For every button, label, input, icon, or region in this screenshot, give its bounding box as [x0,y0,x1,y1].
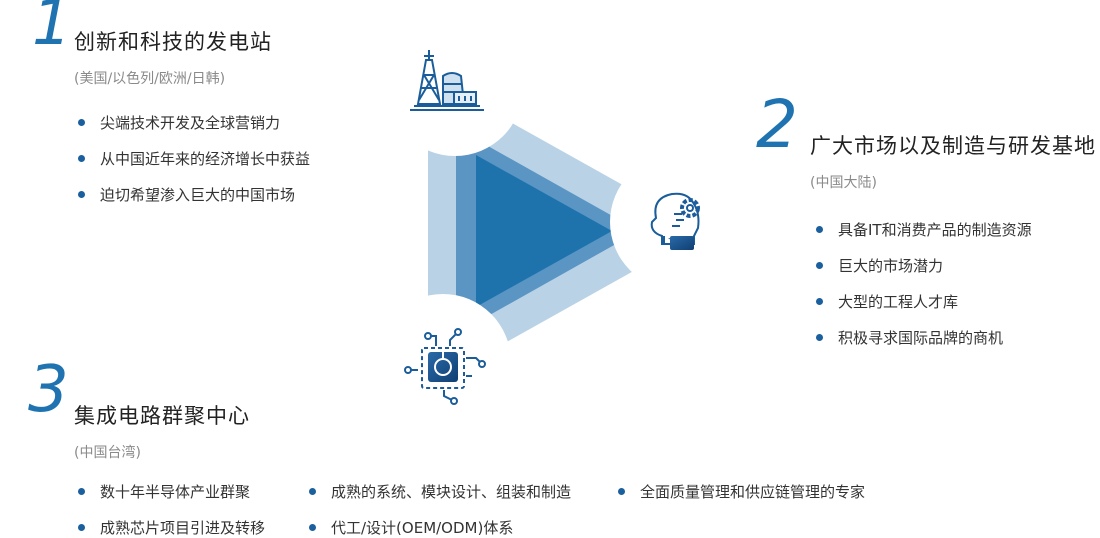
section-1-list: 尖端技术开发及全球营销力 从中国近年来的经济增长中获益 迫切希望渗入巨大的中国市… [76,113,310,221]
list-item: 全面质量管理和供应链管理的专家 [616,482,865,502]
section-2-title: 广大市场以及制造与研发基地 [810,134,1096,158]
section-1-number: 1 [32,0,72,59]
list-item: 具备IT和消费产品的制造资源 [814,220,1032,256]
power-plant-icon [410,50,484,111]
list-item: 积极寻求国际品牌的商机 [814,328,1032,364]
section-3-title: 集成电路群聚中心 [74,404,250,428]
list-item: 大型的工程人才库 [814,292,1032,328]
list-item: 迫切希望渗入巨大的中国市场 [76,185,310,221]
list-item: 从中国近年来的经济增长中获益 [76,149,310,185]
list-item: 尖端技术开发及全球营销力 [76,113,310,149]
chip-circuit-icon [404,328,486,405]
section-3-subtitle: (中国台湾) [74,445,141,461]
list-item: 代工/设计(OEM/ODM)体系 [307,518,513,538]
section-3-number: 3 [28,353,69,427]
list-item: 成熟的系统、模块设计、组装和制造 [307,482,571,502]
ai-head-gear-icon [650,192,700,250]
section-1-subtitle: (美国/以色列/欧洲/日韩) [74,71,226,87]
section-3-list: 数十年半导体产业群聚 成熟的系统、模块设计、组装和制造 全面质量管理和供应链管理… [76,482,976,538]
section-2-subtitle: (中国大陆) [810,175,877,191]
section-2-list: 具备IT和消费产品的制造资源 巨大的市场潜力 大型的工程人才库 积极寻求国际品牌… [814,220,1032,364]
triangle-inner-layer [476,155,612,307]
list-item: 成熟芯片项目引进及转移 [76,518,265,538]
section-2-number: 2 [756,86,798,163]
list-item: 数十年半导体产业群聚 [76,482,250,502]
section-1-title: 创新和科技的发电站 [74,30,272,54]
list-item: 巨大的市场潜力 [814,256,1032,292]
